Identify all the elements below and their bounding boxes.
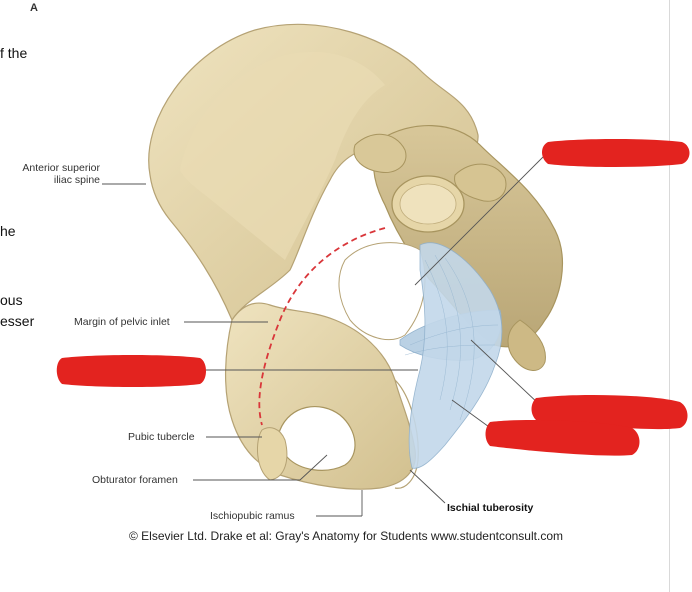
label-ischiopubic-ramus: Ischiopubic ramus xyxy=(210,510,295,522)
redaction-mark-4 xyxy=(485,420,640,456)
label-margin-of-pelvic-inlet: Margin of pelvic inlet xyxy=(74,316,170,328)
sacrotuberous-ligament xyxy=(408,242,503,469)
panel-letter: A xyxy=(30,2,38,14)
copyright-caption: © Elsevier Ltd. Drake et al: Gray's Anat… xyxy=(129,529,563,543)
label-anterior-superior-iliac-spine: Anterior superior iliac spine xyxy=(22,162,100,186)
clipped-text-line-3: ous xyxy=(0,292,23,308)
iliac-fossa-shading xyxy=(180,51,385,260)
clipped-text-line-1: f the xyxy=(0,45,28,61)
vertebral-process xyxy=(353,133,407,174)
coccyx xyxy=(507,319,546,371)
greater-sciatic-foramen xyxy=(338,242,426,341)
clipped-text-line-4: esser xyxy=(0,313,35,329)
label-ischial-tuberosity: Ischial tuberosity xyxy=(447,502,534,514)
redaction-mark-1 xyxy=(542,139,690,167)
page-divider xyxy=(669,0,670,592)
pelvic-inlet-margin xyxy=(258,227,386,426)
redaction-mark-2 xyxy=(56,355,206,387)
redaction-mark-3 xyxy=(531,394,688,430)
label-obturator-foramen: Obturator foramen xyxy=(92,474,178,486)
clipped-text-line-2: he xyxy=(0,223,16,239)
label-pubic-tubercle: Pubic tubercle xyxy=(128,431,195,443)
